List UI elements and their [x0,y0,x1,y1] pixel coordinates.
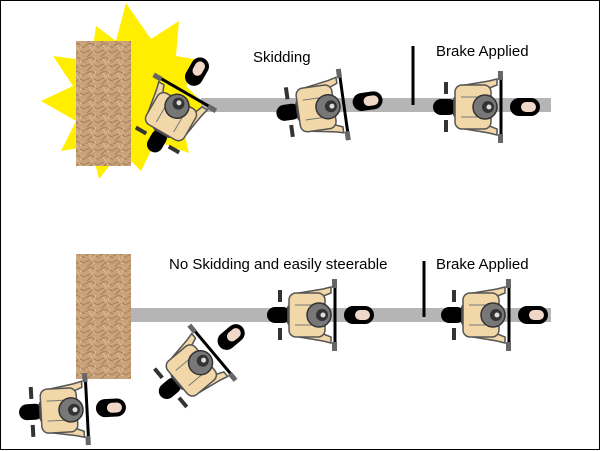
label-no-skidding: No Skidding and easily steerable [169,257,387,272]
wall-top [76,41,131,166]
label-skidding: Skidding [253,50,311,65]
rider-no-skid [267,279,374,351]
wall-bottom [76,254,131,379]
rider-braking-top [433,71,540,143]
rider-skidding [271,63,387,149]
label-brake-applied-bottom: Brake Applied [436,257,529,272]
rider-approaching [17,371,128,449]
rider-braking-bottom [441,279,548,351]
label-brake-applied-top: Brake Applied [436,44,529,59]
